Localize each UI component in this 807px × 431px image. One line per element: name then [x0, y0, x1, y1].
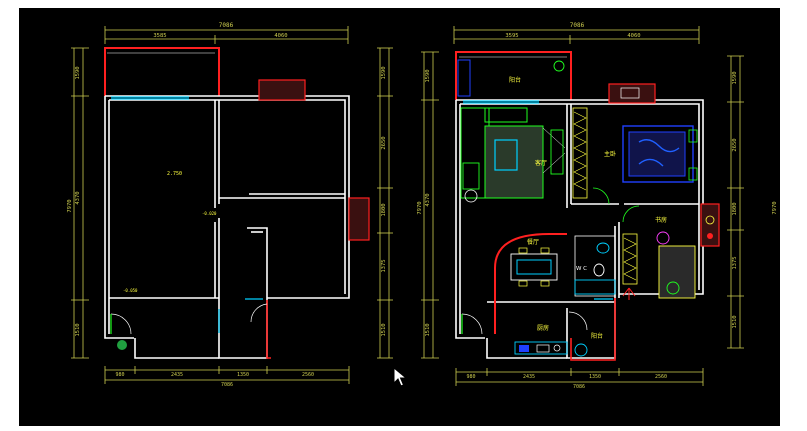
left-right-seg-3: 1800 [381, 203, 387, 216]
right-bottom-total: 7086 [573, 384, 585, 390]
left-right-seg-4: 1375 [381, 259, 387, 272]
right-bottom-seg-3: 1350 [589, 374, 601, 380]
cad-viewport[interactable]: 7086 3585 4060 1590 4370 1510 7970 [19, 8, 780, 426]
right-master-bed [622, 125, 694, 183]
left-windows [111, 96, 263, 333]
right-overall-width: 7086 [570, 22, 585, 29]
right-left-total: 7970 [417, 201, 423, 214]
right-room-kitchen: 厨房 [537, 324, 549, 332]
right-right-seg-2: 2650 [732, 138, 738, 151]
right-left-seg-2: 4370 [425, 193, 431, 206]
left-right-dimensions [377, 47, 393, 359]
left-top-seg-2: 4060 [274, 33, 287, 39]
right-room-wc: W C [576, 266, 587, 272]
right-balcony-outline [455, 51, 572, 100]
left-plant-icon [117, 340, 127, 350]
left-side-seg-3: 1510 [75, 323, 81, 336]
right-bay-window-top [608, 83, 656, 104]
right-kitchen-counter [514, 341, 568, 355]
left-floor-plan: 7086 3585 4060 1590 4370 1510 7970 [67, 22, 393, 388]
left-bottom-seg-3: 1350 [237, 372, 249, 378]
left-bottom-seg-4: 2560 [302, 372, 314, 378]
right-right-dimensions [727, 55, 744, 349]
left-bay-window-side [348, 197, 370, 241]
right-bottom-dimensions [455, 368, 704, 386]
left-side-seg-2: 4370 [75, 191, 81, 204]
right-room-master: 主卧 [604, 150, 616, 158]
right-right-seg-3: 1800 [732, 202, 738, 215]
right-room-utility: 阳台 [591, 332, 603, 340]
left-bottom-total: 7086 [221, 382, 233, 388]
left-level-small: -0.020 [202, 211, 217, 216]
right-wc-room [574, 235, 616, 297]
right-utility-balcony-outline [570, 298, 616, 361]
right-windows [463, 100, 613, 300]
right-left-seg-3: 1510 [425, 323, 431, 336]
right-bottom-seg-1: 980 [466, 374, 475, 380]
left-right-seg-1: 1590 [381, 66, 387, 79]
left-walls [104, 95, 350, 359]
right-floor-plan: 7086 3595 4060 1590 4370 1510 7970 [417, 22, 778, 390]
left-bottom-seg-2: 2435 [171, 372, 183, 378]
right-dining-table [510, 253, 558, 281]
left-right-seg-2: 2650 [381, 136, 387, 149]
right-outer-dimension: 7970 [772, 201, 778, 214]
left-side-total: 7970 [67, 199, 73, 212]
left-door-arcs [110, 303, 268, 335]
right-left-dimensions [421, 51, 439, 359]
right-right-seg-4: 1375 [732, 256, 738, 269]
right-closet-zigzag [572, 107, 588, 199]
right-bay-window-side [700, 203, 720, 247]
right-bottom-seg-4: 2560 [655, 374, 667, 380]
left-right-seg-5: 1510 [381, 323, 387, 336]
left-bottom-seg-1: 980 [115, 372, 124, 378]
right-dining-wall-arc [494, 233, 567, 334]
left-top-dimensions [104, 26, 349, 44]
right-left-seg-1: 1590 [425, 69, 431, 82]
left-level-entry: -0.050 [123, 288, 138, 293]
right-room-study: 书房 [655, 216, 667, 224]
right-room-dining: 餐厅 [527, 238, 539, 246]
right-bottom-seg-2: 2435 [523, 374, 535, 380]
left-overall-width: 7086 [219, 22, 234, 29]
right-coffee-table [494, 139, 518, 171]
right-wc-basin [596, 242, 610, 254]
left-balcony-outline [104, 47, 220, 96]
left-bottom-dimensions [104, 366, 350, 384]
left-side-seg-1: 1590 [75, 66, 81, 79]
right-wc-bathtub [574, 279, 616, 295]
left-top-seg-1: 3585 [153, 33, 166, 39]
right-right-seg-1: 1590 [732, 71, 738, 84]
right-room-living: 客厅 [535, 159, 547, 167]
left-level-label: 2.750 [167, 171, 182, 177]
left-bay-window-top [258, 79, 306, 101]
right-wc-toilet [593, 263, 605, 277]
cad-drawing-canvas[interactable]: 7086 3585 4060 1590 4370 1510 7970 [19, 8, 780, 426]
left-side-dimensions [71, 47, 89, 359]
right-top-seg-2: 4060 [627, 33, 640, 39]
right-balcony-plant [553, 60, 565, 72]
right-study-bed [658, 245, 696, 299]
right-top-dimensions [453, 26, 700, 44]
right-door-arcs [461, 311, 588, 335]
mouse-cursor-icon [393, 367, 407, 387]
right-room-balcony: 阳台 [509, 76, 521, 84]
right-right-seg-5: 1510 [732, 315, 738, 328]
right-top-seg-1: 3595 [505, 33, 518, 39]
right-balcony-cabinet [457, 59, 471, 97]
